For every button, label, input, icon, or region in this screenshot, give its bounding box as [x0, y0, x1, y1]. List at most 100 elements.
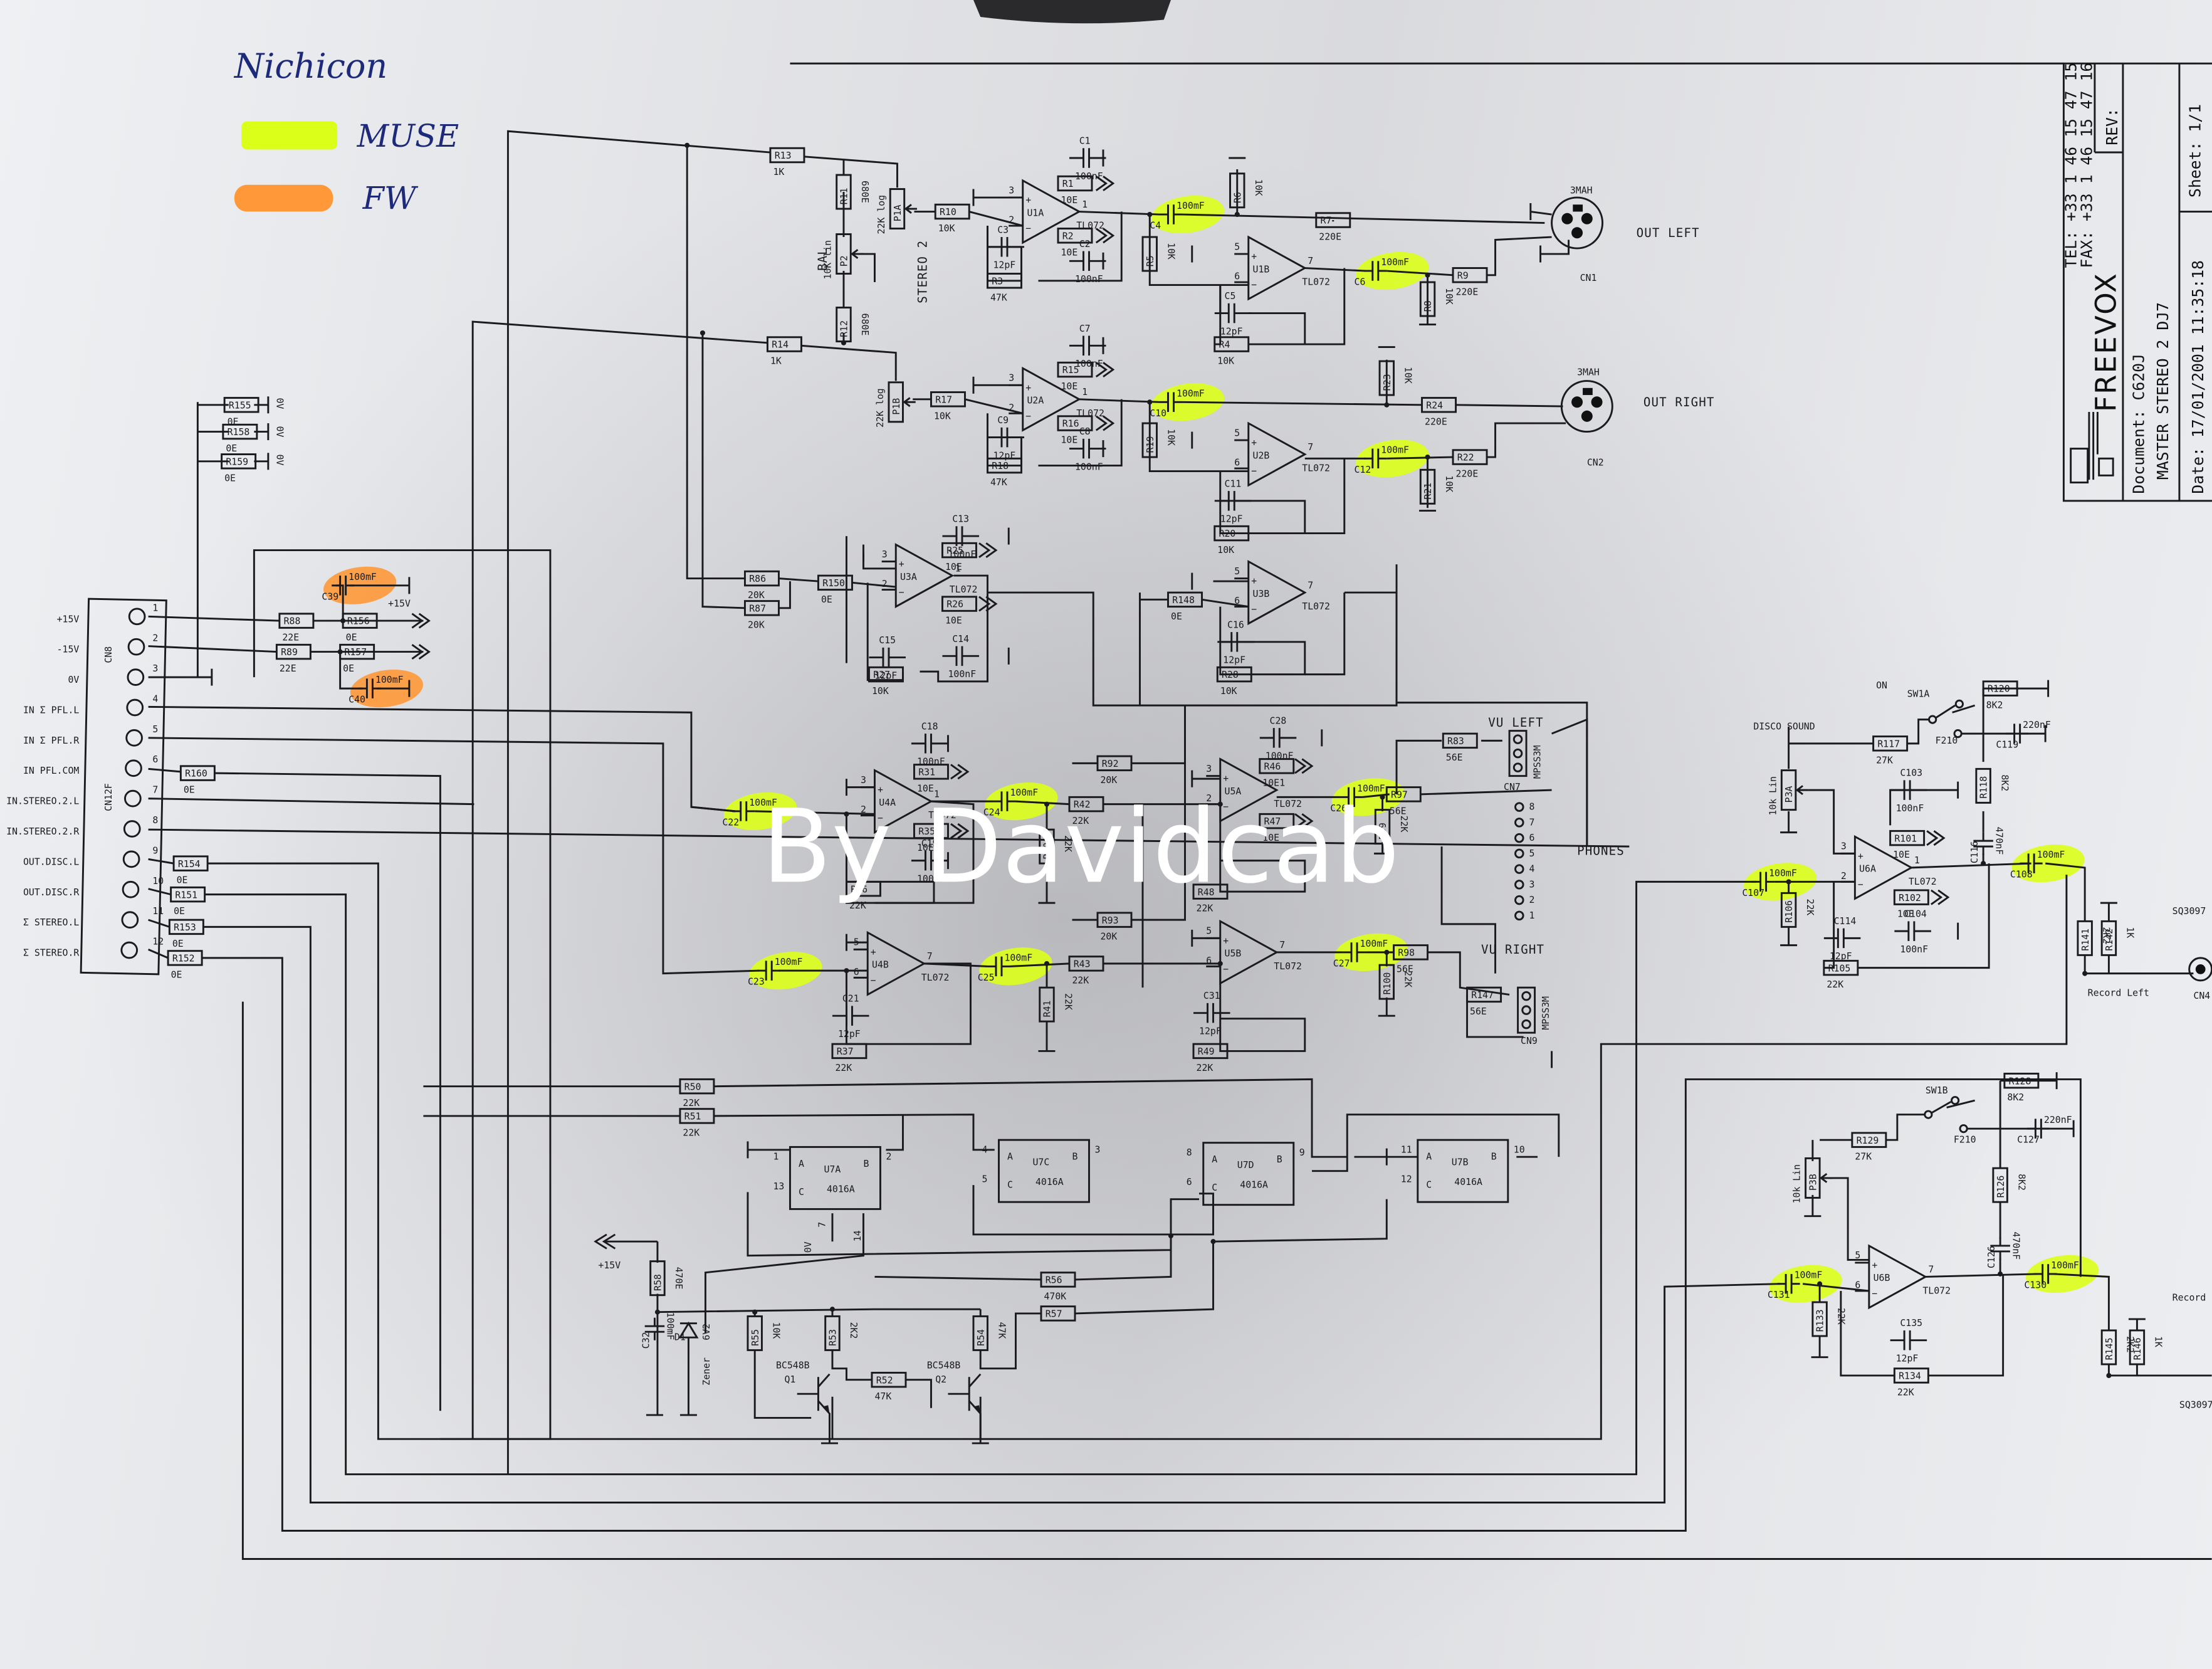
- resistor-value: 56E: [1397, 963, 1413, 974]
- cn9-label: CN9: [1521, 1035, 1538, 1046]
- out-right-label: OUT RIGHT: [1643, 395, 1715, 409]
- resistor-label: R145: [2104, 1337, 2115, 1360]
- handwritten-legend: Nichicon MUSE FW: [233, 46, 459, 216]
- resistor-label: R118: [1978, 776, 1989, 799]
- pot-value: 22K log: [876, 195, 887, 234]
- power-rail-arrow-icon: [411, 613, 431, 629]
- wire: [204, 880, 1756, 1475]
- connector-pin-icon: [127, 668, 145, 686]
- resistor-label: R154: [178, 858, 201, 870]
- opamp-part: TL072: [921, 972, 950, 983]
- phones-pin-icon: [1514, 802, 1524, 812]
- switch-part: 4016A: [827, 1183, 855, 1194]
- resistor-label: R133: [1815, 1309, 1826, 1332]
- minus-sign: −: [1858, 878, 1863, 890]
- resistor-label: R129: [1857, 1135, 1879, 1146]
- switch-pin: 6: [1187, 1176, 1192, 1187]
- wire: [1304, 458, 1346, 535]
- minus-sign: −: [1251, 604, 1257, 615]
- watermark: By Davidcab: [762, 788, 1399, 906]
- resistor-value: 27K: [1876, 754, 1893, 766]
- opamp-pin: 5: [1234, 241, 1240, 252]
- resistor-label: R83: [1447, 735, 1464, 747]
- zener-diode-icon: [678, 1321, 699, 1415]
- resistor-label: R99: [1377, 823, 1388, 840]
- capacitor-value: 12pF: [1199, 1025, 1222, 1036]
- minus-sign: −: [1251, 279, 1257, 290]
- phones-pin-icon: [1514, 880, 1524, 890]
- opamp-pin: 1: [934, 788, 940, 799]
- ic-pin: 7: [817, 1222, 828, 1228]
- resistor-value: 10K: [872, 685, 889, 697]
- capacitor-label: C103: [1900, 767, 1922, 779]
- wire: [1530, 211, 1552, 216]
- switch-label: U7D: [1237, 1159, 1254, 1171]
- capacitor-value: 100mF: [2051, 1260, 2079, 1271]
- resistor-value: 22K: [1827, 979, 1843, 990]
- power-rail-arrow-icon: [950, 823, 970, 839]
- resistor-label: R151: [175, 889, 197, 900]
- junction-dot: [1786, 879, 1791, 885]
- resistor-label: R126: [1995, 1176, 2006, 1198]
- connector-pin-label: +15V: [57, 613, 80, 624]
- wire: [2053, 1273, 2110, 1330]
- resistor-value: 680E: [859, 313, 871, 336]
- resistor-label: R87: [749, 603, 766, 614]
- wire: [1074, 1241, 1214, 1315]
- capacitor-value: 100mF: [1004, 952, 1032, 963]
- capacitor-label: C23: [748, 976, 765, 987]
- opamp-pin: 7: [1308, 255, 1313, 266]
- resistor-label: R58: [653, 1274, 664, 1291]
- junction-dot: [1210, 1239, 1216, 1245]
- opamp-label: U4A: [879, 797, 896, 808]
- resistor-label: R102: [1899, 892, 1921, 903]
- resistor-value: 56E: [1470, 1006, 1487, 1017]
- minus-sign: −: [1025, 223, 1031, 234]
- opamp-label: U3A: [900, 571, 917, 582]
- wire: [778, 581, 791, 609]
- capacitor-value: 100nF: [1075, 273, 1103, 285]
- legend-label-muse: MUSE: [357, 118, 459, 154]
- junction-dot: [1044, 801, 1050, 807]
- switch-sw1a-icon: [1928, 699, 1964, 739]
- wire: [704, 1213, 864, 1334]
- resistor-label: R25: [946, 545, 963, 556]
- xlr-type: 3MAH: [1570, 184, 1593, 196]
- resistor-label: R51: [684, 1111, 701, 1122]
- wire: [1907, 719, 1930, 745]
- wires: [148, 62, 2212, 1560]
- wire: [339, 651, 363, 690]
- resistor-label: R35: [918, 826, 935, 837]
- opamp-pin: 5: [1234, 566, 1240, 577]
- opamp-label: U6A: [1859, 863, 1876, 875]
- opamp-pin: 6: [1234, 595, 1240, 606]
- capacitor-value: 100mF: [749, 797, 777, 808]
- switch-pin-a: A: [1212, 1154, 1217, 1165]
- wire: [1079, 398, 1160, 403]
- capacitor-label: C2: [1079, 238, 1091, 250]
- wire: [1304, 267, 1366, 272]
- wire: [1079, 211, 1160, 216]
- resistor-value: 10E: [917, 782, 934, 794]
- wire: [845, 962, 972, 1045]
- connector-pin-icon: [125, 759, 142, 777]
- capacitor-value: 100mF: [1010, 787, 1038, 798]
- resistor-label: R21: [1422, 483, 1434, 500]
- capacitor-value: 12pF: [1220, 325, 1243, 337]
- opamp-part: TL072: [1302, 276, 1330, 288]
